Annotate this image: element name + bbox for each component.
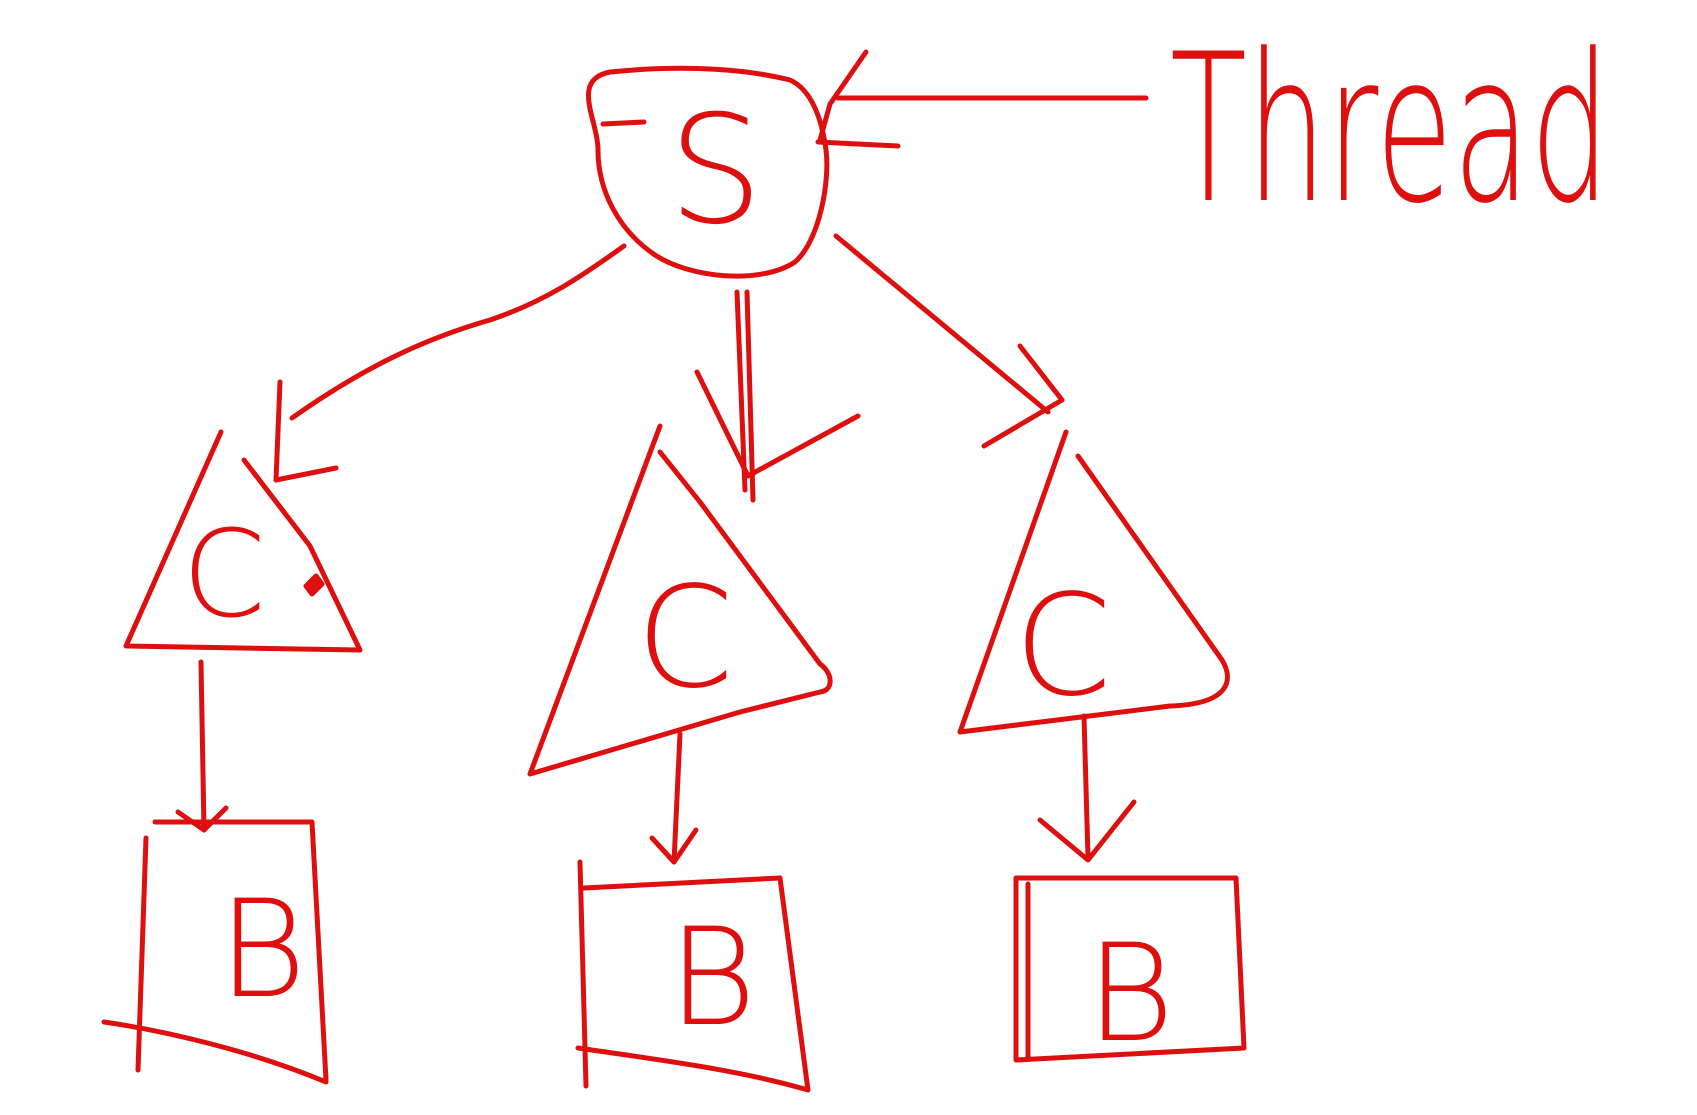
client-triangle-middle bbox=[527, 423, 833, 777]
arrow-c2-to-b2 bbox=[671, 731, 683, 865]
box-left bbox=[101, 819, 329, 1085]
arrow-s-to-c2-line-b bbox=[744, 289, 756, 503]
client-left-letter: C bbox=[182, 506, 266, 645]
server-tick-left bbox=[600, 119, 647, 127]
client-triangle-right bbox=[957, 429, 1230, 735]
arrow-s-to-c3 bbox=[833, 233, 1051, 415]
client-middle-letter: C bbox=[636, 557, 734, 720]
server-node-circle bbox=[586, 65, 830, 279]
client-right-letter: C bbox=[1014, 565, 1112, 728]
arrow-c1-to-b1 bbox=[198, 659, 207, 833]
thread-arrowhead bbox=[817, 49, 869, 143]
thread-label: Thread bbox=[1170, 11, 1610, 249]
arrowhead-c3 bbox=[981, 343, 1065, 449]
arrowhead-b3 bbox=[1037, 799, 1137, 863]
arrow-c3-to-b3 bbox=[1081, 713, 1091, 861]
pen-cursor-icon bbox=[303, 573, 325, 597]
arrowhead-c1 bbox=[273, 379, 339, 483]
server-node-letter: S bbox=[668, 84, 763, 258]
box-middle-letter: B bbox=[668, 899, 756, 1056]
box-middle bbox=[575, 859, 811, 1093]
arrowhead-b1 bbox=[175, 805, 229, 833]
ink-strokes bbox=[101, 49, 1247, 1093]
arrowhead-c2 bbox=[694, 369, 861, 479]
server-tick-right bbox=[815, 139, 901, 149]
client-triangle-left bbox=[123, 429, 363, 653]
box-left-letter: B bbox=[218, 871, 306, 1028]
arrow-s-to-c2-line-a bbox=[734, 289, 748, 493]
arrow-s-to-c1 bbox=[289, 243, 627, 421]
box-right bbox=[1013, 875, 1247, 1063]
arrowhead-b2 bbox=[649, 827, 699, 865]
box-right-letter: B bbox=[1086, 915, 1174, 1072]
